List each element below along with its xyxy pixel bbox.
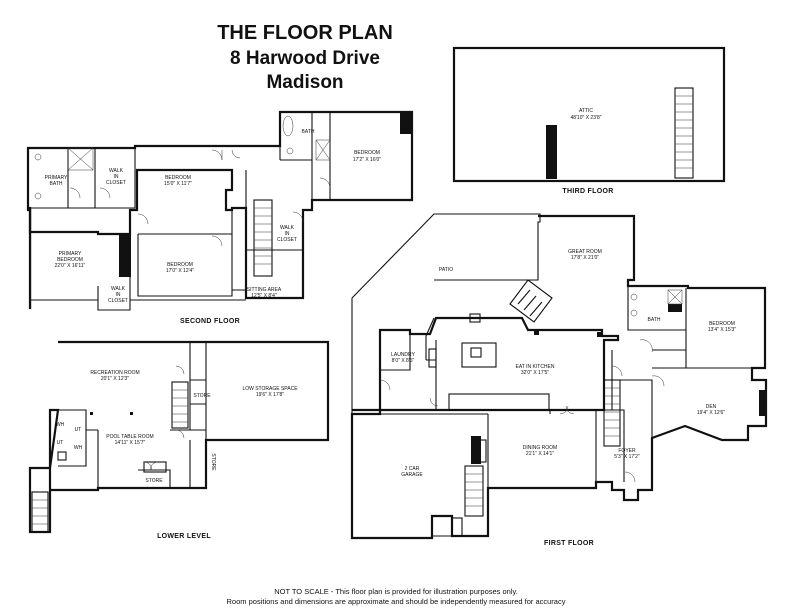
second-floor: BATH BEDROOM 17'2" X 16'0" PRIMARY BATH … [26,110,414,325]
second-floor-outline [26,110,414,300]
section-first-floor: FIRST FLOOR [544,540,594,547]
shower-icon-2 [315,139,331,161]
bathtub-icon [282,115,294,137]
bedroom-ne-dim: 17'2" X 16'0" [353,157,381,163]
second-floor-stairs [253,199,273,277]
store-1-name: STORE [193,393,211,399]
wh-2-label: WH [74,445,83,451]
walk-in-closet-2-line1: WALK [111,286,126,292]
primary-bath-name2: BATH [50,181,63,187]
first-floor-door-swings [379,339,665,483]
sitting-area-dim: 12'5" X 8'4" [251,293,277,299]
walk-in-closet-3-line2: IN [285,231,290,237]
toilet-icon [286,147,294,155]
lower-level-stairs [171,381,189,429]
plan-city: Madison [266,72,344,93]
foyer-name: FOYER [618,448,636,454]
third-floor: ATTIC 48'10" X 23'8" THIRD FLOOR [452,46,726,195]
laundry-name: LAUNDRY [391,352,415,358]
ut-1-label: UT [75,427,82,433]
attic-stairs [674,87,694,179]
foyer-dim: 5'3" X 17'2" [614,454,640,460]
low-storage-name: LOW STORAGE SPACE [242,386,298,392]
ut-2-label: UT [57,440,64,446]
walk-in-closet-3-line3: CLOSET [277,237,297,243]
dining-room-name: DINING ROOM [523,445,557,451]
store-2-name: STORE [145,478,163,484]
bedroom-n-dim: 15'0" X 11'7" [164,181,192,187]
laundry-dim: 8'0" X 8'5" [392,358,415,364]
walk-in-closet-2-line2: IN [116,292,121,298]
lower-level: RECREATION ROOM 20'1" X 12'3" STORE LOW … [28,340,330,540]
shower-icon [67,147,94,171]
first-floor-outline [350,214,768,540]
great-room-name: GREAT ROOM [568,249,602,255]
pool-table-room-dim: 14'11" X 15'7" [115,440,146,446]
kitchen-name: EAT IN KITCHEN [516,364,555,370]
low-storage-dim: 19'6" X 17'8" [256,392,284,398]
recreation-room-name: RECREATION ROOM [90,370,139,376]
garage-name: 2 CAR [405,466,420,472]
fireplace-dining [471,436,481,464]
fireplace-den [759,390,766,416]
lower-level-door-swings [143,365,185,471]
kitchen-island [461,342,497,368]
den-name: DEN [706,404,717,410]
primary-bedroom-name2: BEDROOM [57,257,83,263]
disclaimer-line-1: NOT TO SCALE - This floor plan is provid… [274,587,518,596]
first-floor: PATIO GREAT ROOM 17'8" X 21'0" BATH BEDR… [350,213,768,547]
den-dim: 19'4" X 12'6" [697,410,725,416]
primary-bedroom-dim: 22'0" X 16'11" [55,263,86,269]
walk-in-closet-3-line1: WALK [280,225,295,231]
bedroom-first-dim: 13'4" X 15'3" [708,327,736,333]
section-second-floor: SECOND FLOOR [180,318,240,325]
first-floor-stairs-foyer [603,379,621,447]
walk-in-closet-1-line1: WALK [109,168,124,174]
great-room-dim: 17'8" X 21'0" [571,255,599,261]
garage-name2: GARAGE [401,472,423,478]
lower-level-outline [28,340,330,534]
pool-table-room-name: POOL TABLE ROOM [106,434,153,440]
attic-outline [452,46,726,183]
sink-icon-2 [34,192,42,200]
garage-stairs [464,465,484,517]
attic-dim: 48'10" X 23'8" [570,115,601,121]
bath-first-name: BATH [648,317,661,323]
store-3-name: STORE [210,453,216,471]
wh-1-label: WH [56,422,65,428]
range-icon [428,348,437,368]
patio-name: PATIO [439,267,453,273]
closet-shelving [119,235,131,277]
primary-bath-name: PRIMARY [45,175,68,181]
attic-chimney [546,125,557,179]
bedroom-n-name: BEDROOM [165,175,191,181]
door-swings [69,149,331,247]
walk-in-closet-1-line2: IN [114,174,119,180]
sink-icon [34,153,42,161]
bedroom-s-name: BEDROOM [167,262,193,268]
exterior-stairs [31,491,49,533]
kitchen-counter [448,393,550,411]
section-third-floor: THIRD FLOOR [562,188,613,195]
bedroom-s-dim: 17'0" X 12'4" [166,268,194,274]
bedroom-first-name: BEDROOM [709,321,735,327]
walk-in-closet-2-line3: CLOSET [108,298,128,304]
walk-in-closet-1-line3: CLOSET [106,180,126,186]
great-room-bar [509,279,553,323]
bath-upper-name: BATH [302,129,315,135]
recreation-room-dim: 20'1" X 12'3" [101,376,129,382]
plan-address: 8 Harwood Drive [230,48,380,69]
disclaimer-line-2: Room positions and dimensions are approx… [226,597,566,606]
plan-title: THE FLOOR PLAN [217,22,393,44]
sitting-area-name: SITTING AREA [247,287,282,293]
bedroom-ne-name: BEDROOM [354,150,380,156]
section-lower-level: LOWER LEVEL [157,533,211,540]
shower-icon-3 [667,289,683,305]
primary-bedroom-name: PRIMARY [59,251,82,257]
kitchen-dim: 32'0" X 17'5" [521,370,549,376]
attic-name: ATTIC [579,108,593,114]
fireplace-upper [400,112,411,134]
dining-room-dim: 21'1" X 14'1" [526,451,554,457]
